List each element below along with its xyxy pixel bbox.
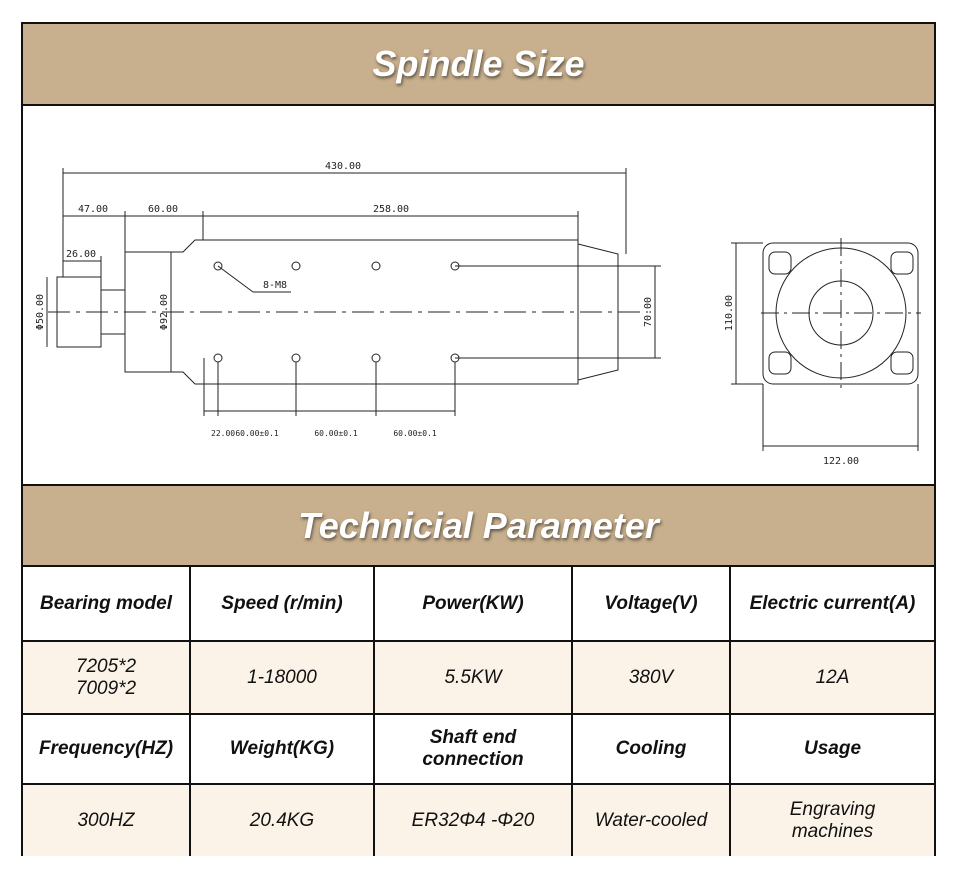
value-cell: 5.5KW — [373, 640, 573, 715]
header-cell: Electric current(A) — [729, 567, 934, 642]
header-cell: Speed (r/min) — [189, 567, 375, 642]
dim-nose-dia: Φ50.00 — [35, 294, 46, 330]
value-cell: 300HZ — [23, 783, 191, 856]
dim-front-step: 60.00 — [148, 204, 178, 215]
value-cell: Water-cooled — [571, 783, 731, 856]
spec-sheet: Spindle Size — [21, 22, 936, 856]
header-cell: Cooling — [571, 713, 731, 785]
table-row: Frequency(HZ) Weight(KG) Shaft end conne… — [23, 713, 934, 785]
dim-body-dia: Φ92.00 — [159, 294, 170, 330]
mounting-holes-bottom — [213, 353, 460, 363]
value-cell: 380V — [571, 640, 731, 715]
dim-end-width: 122.00 — [823, 456, 859, 467]
dim-hole-pitch-1: 60.00±0.1 — [235, 429, 279, 438]
spindle-size-header: Spindle Size — [23, 24, 934, 106]
technical-parameter-title: Technicial Parameter — [298, 504, 659, 546]
technical-drawing-svg: 430.00 60.00 258.00 47.00 26.00 8-M8 22.… — [35, 161, 921, 467]
header-cell: Frequency(HZ) — [23, 713, 191, 785]
dim-body-length: 258.00 — [373, 204, 409, 215]
dim-nose-tip: 26.00 — [66, 249, 96, 260]
header-cell: Voltage(V) — [571, 567, 731, 642]
value-cell: 12A — [729, 640, 934, 715]
end-view-slots — [768, 251, 914, 375]
spindle-size-title: Spindle Size — [372, 43, 585, 84]
header-cell: Usage — [729, 713, 934, 785]
dim-hole-first: 22.00 — [211, 429, 235, 438]
dim-rear-dia: 70.00 — [643, 297, 654, 327]
header-cell: Bearing model — [23, 567, 191, 642]
spindle-drawing: 430.00 60.00 258.00 47.00 26.00 8-M8 22.… — [23, 106, 934, 484]
table-row: 7205*2 7009*2 1-18000 5.5KW 380V 12A — [23, 640, 934, 715]
value-cell: 1-18000 — [189, 640, 375, 715]
header-cell: Weight(KG) — [189, 713, 375, 785]
dim-end-height: 110.00 — [724, 295, 735, 331]
dim-thread: 8-M8 — [263, 280, 287, 291]
parameter-table: Bearing model Speed (r/min) Power(KW) Vo… — [23, 567, 934, 856]
value-cell: 7205*2 7009*2 — [23, 640, 191, 715]
spindle-body-shape — [124, 239, 619, 385]
mounting-holes-top — [213, 261, 460, 271]
value-cell: 20.4KG — [189, 783, 375, 856]
table-row: Bearing model Speed (r/min) Power(KW) Vo… — [23, 567, 934, 642]
value-cell: Engraving machines — [729, 783, 934, 856]
header-cell: Shaft end connection — [373, 713, 573, 785]
dim-total-length: 430.00 — [325, 161, 361, 172]
dim-hole-pitch-2: 60.00±0.1 — [314, 429, 358, 438]
dim-nose-length: 47.00 — [78, 204, 108, 215]
table-row: 300HZ 20.4KG ER32Φ4 -Φ20 Water-cooled En… — [23, 783, 934, 856]
header-cell: Power(KW) — [373, 567, 573, 642]
value-cell: ER32Φ4 -Φ20 — [373, 783, 573, 856]
dim-hole-pitch-3: 60.00±0.1 — [393, 429, 437, 438]
technical-parameter-header: Technicial Parameter — [23, 484, 934, 567]
